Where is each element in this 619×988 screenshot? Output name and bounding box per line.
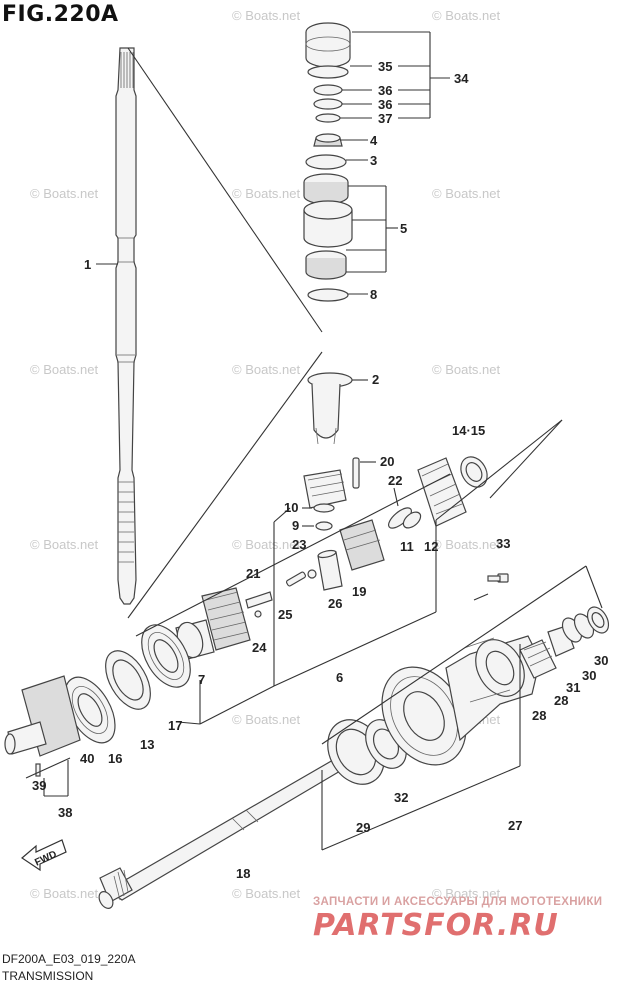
watermark: © Boats.net: [232, 362, 301, 377]
callout-13: 13: [140, 737, 154, 752]
callout-8: 8: [370, 287, 377, 302]
callout-37: 37: [378, 111, 392, 126]
callout-36b: 36: [378, 97, 392, 112]
watermark: © Boats.net: [30, 362, 99, 377]
callout-31: 31: [566, 680, 580, 695]
callout-23: 23: [292, 537, 306, 552]
callout-3: 3: [370, 153, 377, 168]
watermark: © Boats.net: [432, 362, 501, 377]
watermark: © Boats.net: [30, 537, 99, 552]
thrust-bearing-17: [141, 624, 191, 688]
callout-25: 25: [278, 607, 292, 622]
watermark: © Boats.net: [432, 886, 501, 901]
callout-35: 35: [378, 59, 392, 74]
callout-19: 19: [352, 584, 366, 599]
watermark: © Boats.net: [232, 8, 301, 23]
callout-18: 18: [236, 866, 250, 881]
needle-bearings-28: [519, 606, 610, 679]
explode-lines: [25, 419, 603, 851]
callout-28b: 28: [554, 693, 568, 708]
callout-10: 10: [284, 500, 298, 515]
callout-24: 24: [252, 640, 267, 655]
watermark: © Boats.net: [232, 712, 301, 727]
callout-21: 21: [246, 566, 260, 581]
sleeve-part-2: [307, 372, 368, 445]
diagram-name: TRANSMISSION: [2, 969, 94, 983]
watermark: © Boats.net: [232, 537, 301, 552]
diagram-code: DF200A_E03_019_220A: [2, 952, 136, 966]
callout-1: 1: [84, 257, 91, 272]
watermark: © Boats.net: [432, 186, 501, 201]
propeller-shaft-18: [98, 755, 354, 909]
callout-32: 32: [394, 790, 408, 805]
callout-12: 12: [424, 539, 438, 554]
callout-11: 11: [400, 539, 414, 554]
callout-2: 2: [372, 372, 379, 387]
upper-bearing-stack: [303, 22, 353, 302]
callout-9: 9: [292, 518, 299, 533]
callout-26: 26: [328, 596, 342, 611]
callout-34: 34: [454, 71, 469, 86]
fwd-arrow-icon: [21, 839, 67, 872]
callout-30a: 30: [594, 653, 608, 668]
prop-shaft-housing: [4, 675, 116, 777]
callout-33: 33: [496, 536, 510, 551]
watermark: © Boats.net: [30, 186, 99, 201]
callout-36a: 36: [378, 83, 392, 98]
callout-29: 29: [356, 820, 370, 835]
bearing-carrier-27: [381, 635, 541, 766]
watermark: © Boats.net: [30, 886, 99, 901]
bolt-33: [487, 573, 509, 583]
callout-16: 16: [108, 751, 122, 766]
callout-30b: 30: [582, 668, 596, 683]
watermark: © Boats.net: [232, 186, 301, 201]
watermark: © Boats.net: [432, 8, 501, 23]
watermark: © Boats.net: [432, 537, 501, 552]
callout-5: 5: [400, 221, 407, 236]
callout-22: 22: [388, 473, 402, 488]
callout-20: 20: [380, 454, 394, 469]
pinion-gear-group: [245, 456, 488, 618]
leaders-upper: [340, 31, 450, 295]
callout-7: 7: [198, 672, 205, 687]
drive-shaft: [96, 47, 137, 605]
brand-logo[interactable]: PARTSFOR.RU: [313, 908, 559, 943]
callout-14-15: 14·15: [452, 423, 485, 438]
callout-28a: 28: [532, 708, 546, 723]
callout-39: 39: [32, 778, 46, 793]
callout-40: 40: [80, 751, 94, 766]
diagram-title: FIG.220A: [2, 2, 119, 27]
shim-13: [105, 650, 151, 710]
watermark: © Boats.net: [232, 886, 301, 901]
callout-6: 6: [336, 670, 343, 685]
callout-38: 38: [58, 805, 72, 820]
promo-text: ЗАПЧАСТИ И АКСЕССУАРЫ ДЛЯ МОТОТЕХНИКИ: [313, 896, 603, 908]
callout-4: 4: [370, 133, 378, 148]
callout-17: 17: [168, 718, 182, 733]
callout-27: 27: [508, 818, 522, 833]
